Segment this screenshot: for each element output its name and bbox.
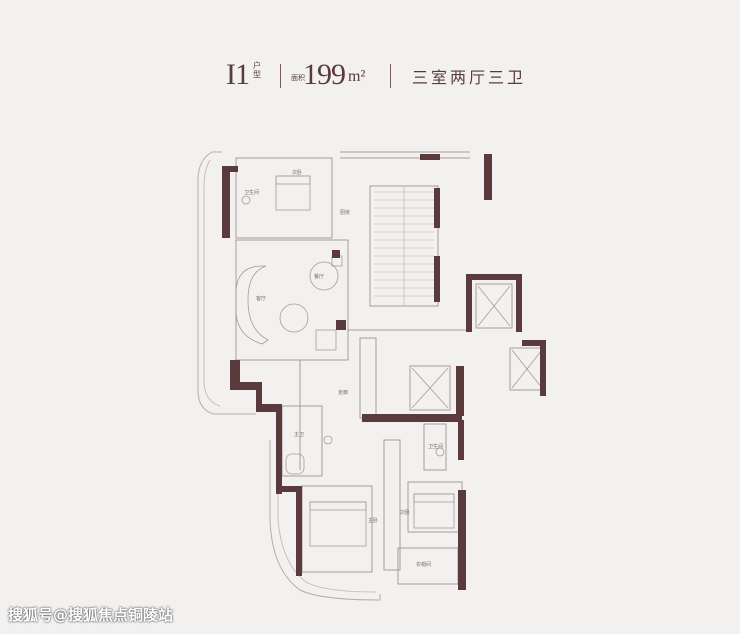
unit-suffix: 户型 bbox=[253, 61, 261, 79]
room-label-cloakroom: 衣帽间 bbox=[416, 561, 431, 568]
area-value: 199 bbox=[303, 58, 346, 91]
room-label-bath-top: 卫生间 bbox=[244, 189, 259, 196]
walls bbox=[222, 154, 546, 590]
layout-text: 三室两厅三卫 bbox=[412, 68, 527, 87]
room-label-dining: 餐厅 bbox=[314, 273, 324, 280]
watermark: 搜狐号@搜狐焦点铜陵站 bbox=[8, 606, 174, 624]
header-divider bbox=[390, 64, 391, 88]
area-prefix: 面积 bbox=[291, 74, 305, 82]
elevator-marks bbox=[411, 285, 543, 409]
area-unit: m² bbox=[348, 68, 366, 85]
header-divider bbox=[280, 64, 281, 88]
plan-lines bbox=[235, 151, 545, 585]
stair-treads bbox=[374, 186, 434, 306]
room-label-living: 客厅 bbox=[256, 295, 266, 302]
room-label-hall: 走廊 bbox=[338, 389, 348, 396]
balcony-bottom-inner bbox=[277, 446, 377, 593]
unit-code: I1 bbox=[226, 58, 250, 91]
room-label-bath-right: 卫生间 bbox=[428, 443, 443, 450]
balcony-inner-outline bbox=[203, 159, 221, 407]
room-label-master-bedroom: 主卧 bbox=[368, 517, 378, 524]
room-label-bedroom-top: 次卧 bbox=[292, 169, 302, 176]
room-label-bedroom-right: 次卧 bbox=[400, 509, 410, 516]
balcony-bottom-outline bbox=[269, 440, 381, 601]
plan-header: I1 户型 面积 199 m² 三室两厅三卫 bbox=[0, 54, 740, 98]
balcony-outline bbox=[197, 151, 256, 415]
room-label-kitchen: 厨房 bbox=[340, 209, 350, 216]
furniture bbox=[235, 175, 455, 547]
room-label-bath-master: 主卫 bbox=[294, 431, 304, 438]
